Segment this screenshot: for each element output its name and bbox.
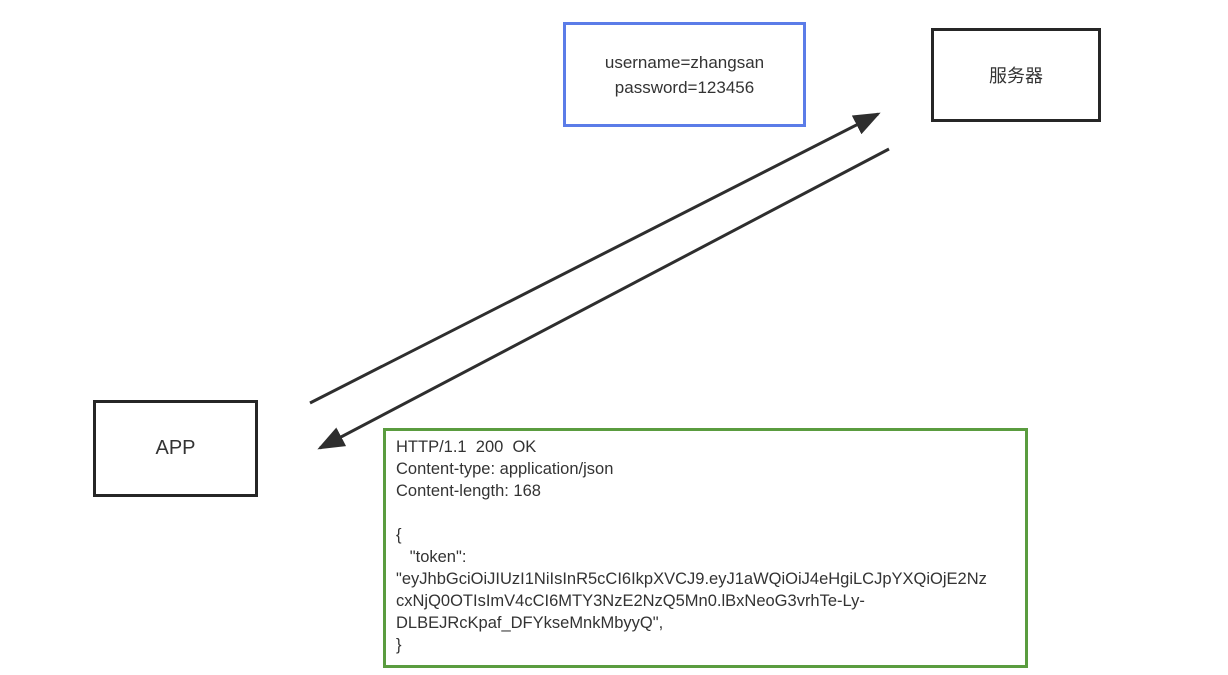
server-box: 服务器: [931, 28, 1101, 122]
app-box: APP: [93, 400, 258, 497]
credentials-box: username=zhangsan password=123456: [563, 22, 806, 127]
server-label: 服务器: [989, 66, 1043, 86]
http-response-box: HTTP/1.1 200 OK Content-type: applicatio…: [383, 428, 1028, 668]
request-arrow: [309, 112, 881, 405]
credentials-text: username=zhangsan password=123456: [604, 52, 765, 97]
app-label: APP: [155, 437, 196, 459]
response-arrow: [317, 147, 890, 450]
http-response-text: HTTP/1.1 200 OK Content-type: applicatio…: [396, 438, 987, 654]
